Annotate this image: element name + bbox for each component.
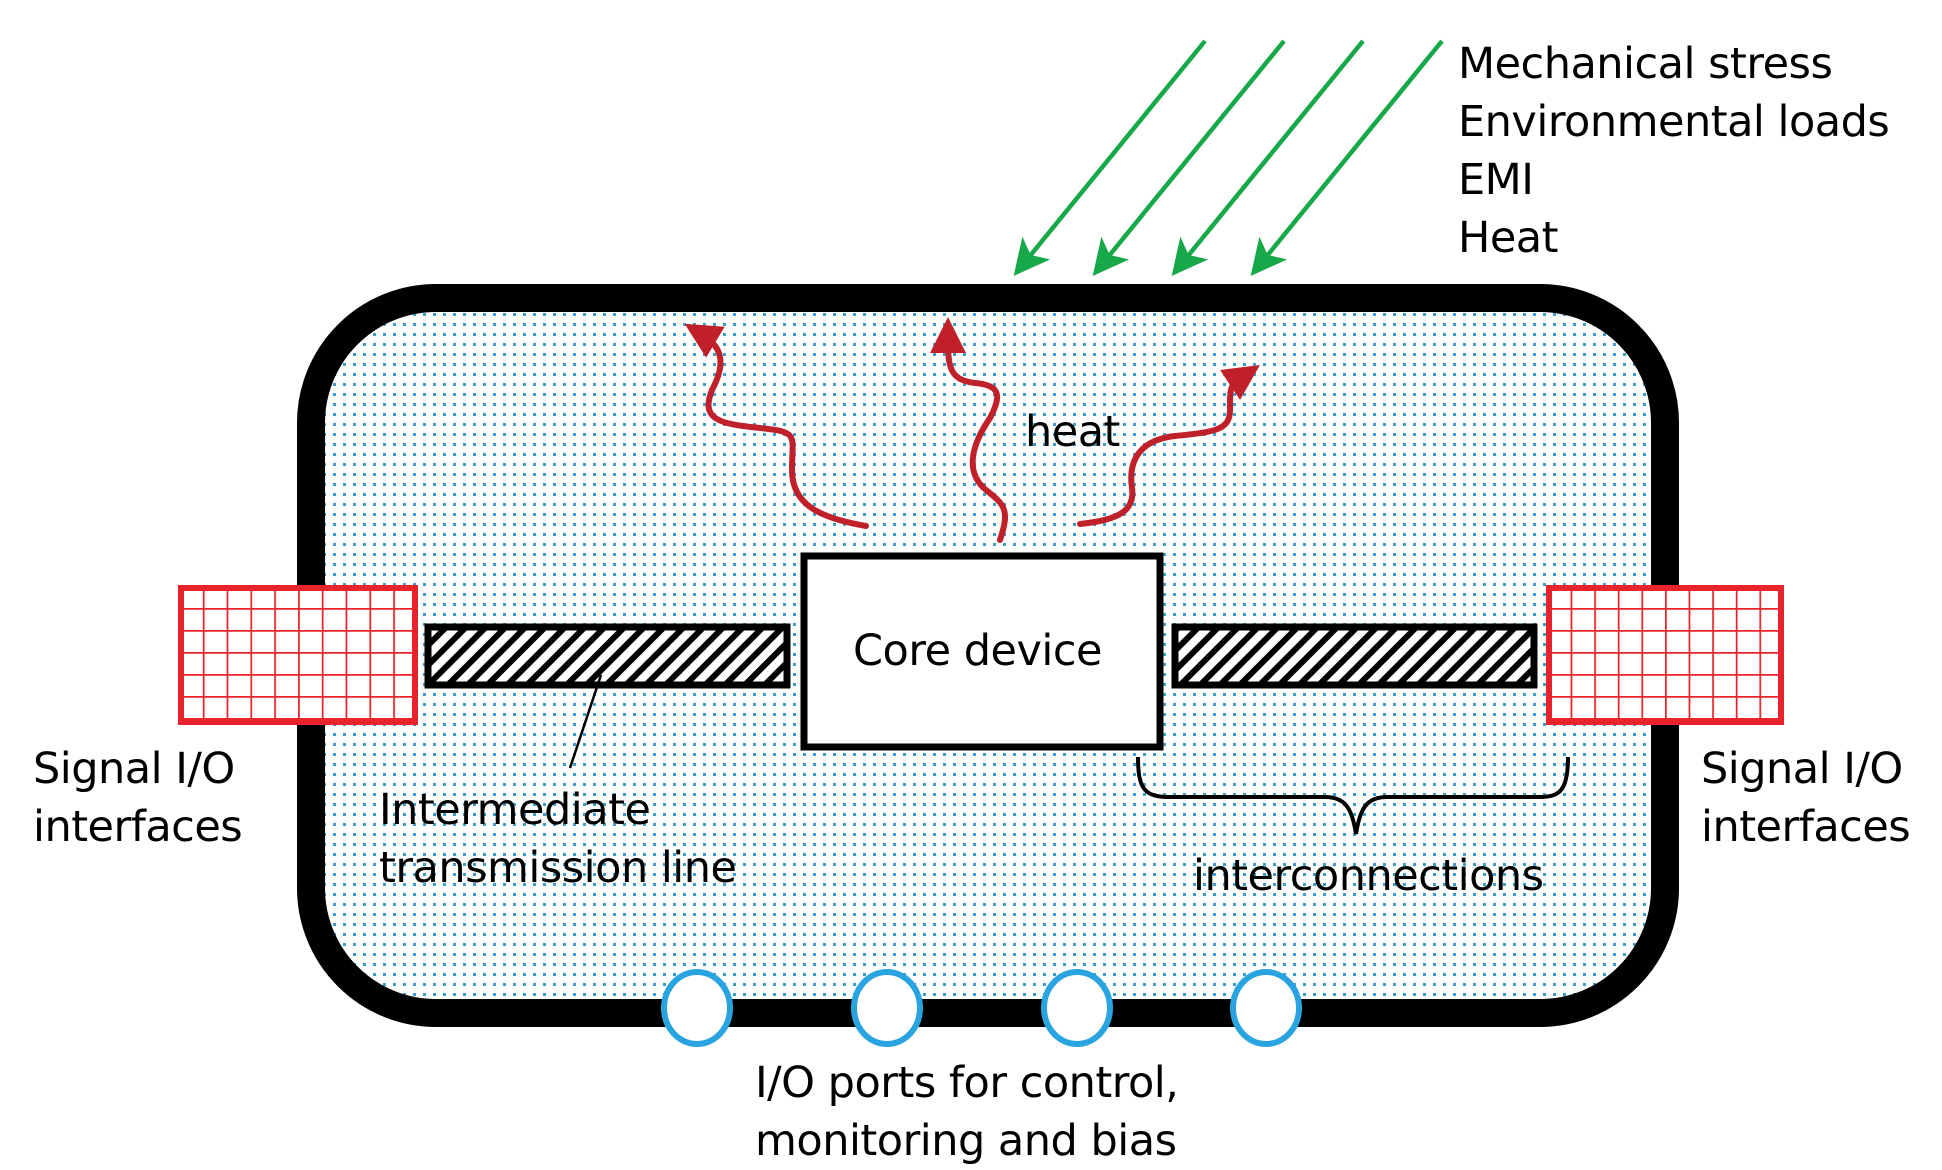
core-device-box (800, 552, 1164, 751)
signal-io-left-line2: interfaces (33, 802, 243, 852)
heat-arrow-left (684, 323, 869, 529)
signal-io-right-line1: Signal I/O (1701, 744, 1903, 794)
load-arrow-4 (1250, 39, 1444, 276)
io-ports (661, 969, 1302, 1047)
transmission-line-label: Intermediate transmission line (379, 781, 737, 897)
load-mechanical-stress: Mechanical stress (1458, 39, 1833, 89)
transmission-line-leader (568, 674, 603, 769)
heat-arrows (684, 317, 1260, 543)
load-heat: Heat (1458, 213, 1559, 263)
io-port-2[interactable] (851, 969, 923, 1047)
signal-io-grid-right (1546, 585, 1784, 725)
load-arrow-2 (1092, 39, 1286, 276)
signal-io-right-label: Signal I/O interfaces (1701, 740, 1911, 856)
heat-arrow-right (1077, 365, 1260, 527)
heat-arrow-center (930, 317, 1008, 543)
transmission-line-left (424, 623, 791, 689)
signal-io-right-line2: interfaces (1701, 802, 1911, 852)
io-ports-label-line1: I/O ports for control, (755, 1058, 1179, 1108)
load-arrow-1 (1013, 39, 1207, 276)
load-arrow-3 (1171, 39, 1365, 276)
transmission-line-label-line1: Intermediate (379, 785, 651, 835)
interconnections-brace (1136, 756, 1570, 835)
load-emi: EMI (1458, 155, 1534, 205)
signal-io-left-label: Signal I/O interfaces (33, 740, 243, 856)
io-port-3[interactable] (1041, 969, 1113, 1047)
interconnections-label: interconnections (1193, 851, 1544, 901)
transmission-line-label-line2: transmission line (379, 843, 737, 893)
external-load-arrows (1013, 39, 1444, 276)
io-ports-label: I/O ports for control, monitoring and bi… (755, 1054, 1179, 1170)
io-ports-label-line2: monitoring and bias (755, 1116, 1177, 1166)
core-device-label: Core device (853, 626, 1102, 676)
signal-io-left-line1: Signal I/O (33, 744, 235, 794)
signal-io-grid-left (178, 585, 418, 725)
load-environmental: Environmental loads (1458, 97, 1890, 147)
external-loads-label: Mechanical stress Environmental loads EM… (1458, 35, 1890, 267)
io-port-1[interactable] (661, 969, 733, 1047)
transmission-line-right (1171, 623, 1538, 689)
io-port-4[interactable] (1230, 969, 1302, 1047)
heat-label: heat (1025, 407, 1120, 457)
